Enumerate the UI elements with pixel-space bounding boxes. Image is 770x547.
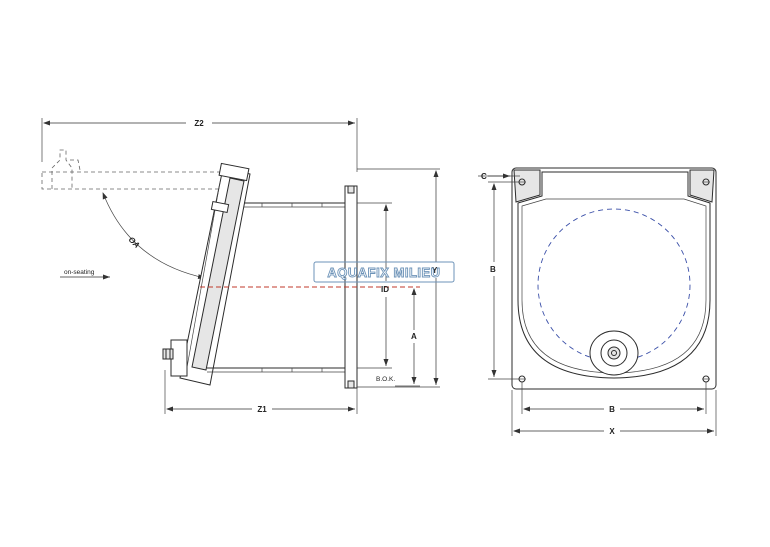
- b-vertical-dimension: B: [488, 181, 520, 380]
- z2-dimension: Z2: [41, 118, 358, 172]
- z1-label: Z1: [257, 405, 267, 414]
- z2-label: Z2: [194, 119, 204, 128]
- b-horizontal-dimension: B: [521, 382, 707, 414]
- id-label: ID: [381, 285, 389, 294]
- opening-angle: OA: [102, 192, 206, 279]
- lifting-eye: [589, 330, 639, 376]
- a-dimension: A: [395, 288, 420, 387]
- gate-body: [207, 202, 345, 373]
- bok-label: B.O.K.: [376, 376, 395, 383]
- c-label: C: [481, 172, 487, 181]
- closed-flap: [179, 162, 251, 386]
- a-label: A: [411, 332, 417, 341]
- z1-dimension: Z1: [166, 388, 358, 414]
- front-view: C B B X: [478, 167, 717, 436]
- b-vertical-label: B: [490, 265, 496, 274]
- c-dimension: C: [478, 172, 520, 181]
- aquafix-watermark: AQUAFIX MILIEU: [313, 261, 455, 283]
- b-horizontal-label: B: [609, 405, 615, 414]
- flap-plate: [517, 171, 711, 379]
- id-dimension: ID: [357, 202, 392, 369]
- watermark-text: AQUAFIX MILIEU: [327, 265, 440, 280]
- oa-label: OA: [127, 235, 142, 250]
- side-view: Z2 OA on-seating: [41, 118, 440, 414]
- open-flap-outline: [41, 149, 228, 190]
- x-dimension: X: [511, 390, 717, 436]
- hinge-bolt: [162, 339, 188, 414]
- y-label: Y: [432, 266, 438, 275]
- frame-outer: [511, 167, 717, 390]
- x-label: X: [609, 427, 615, 436]
- on-seating-indicator: on-seating: [60, 269, 110, 280]
- y-dimension: Y: [357, 168, 440, 388]
- on-seating-label: on-seating: [64, 269, 95, 276]
